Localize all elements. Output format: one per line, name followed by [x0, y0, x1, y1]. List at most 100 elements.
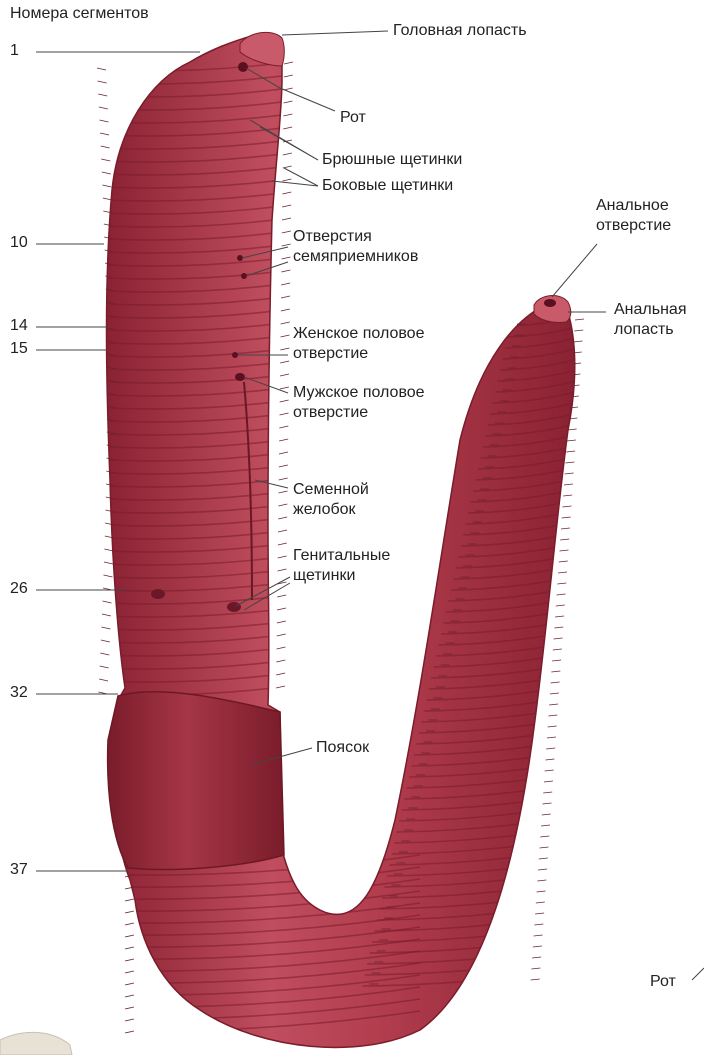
seta: [101, 640, 110, 642]
seta: [125, 923, 134, 925]
seta: [97, 68, 106, 70]
clitellum: [108, 692, 284, 870]
seta: [538, 869, 547, 870]
seta: [278, 569, 287, 571]
seta: [125, 935, 134, 937]
seta: [550, 693, 559, 694]
segment-number-37: 37: [10, 861, 28, 879]
seta: [280, 361, 289, 363]
seta: [537, 891, 546, 892]
seta: [557, 594, 566, 595]
seta: [277, 647, 286, 649]
seta: [98, 94, 107, 96]
label-lateral-setae: Боковые щетинки: [322, 176, 453, 196]
seta: [545, 770, 554, 771]
seta: [542, 803, 551, 804]
label-clitellum: Поясок: [316, 738, 369, 758]
label-seminal-groove: Семенной желобок: [293, 480, 369, 520]
seta: [102, 614, 111, 616]
seta: [540, 847, 549, 848]
seta: [125, 983, 134, 985]
seta: [554, 638, 563, 639]
seta: [534, 924, 543, 925]
seta: [277, 595, 286, 597]
seta: [278, 504, 287, 506]
seta: [537, 880, 546, 881]
segment-number-10: 10: [10, 234, 28, 252]
seta: [125, 899, 134, 901]
seta: [277, 608, 286, 610]
seta: [104, 562, 113, 564]
seta: [276, 686, 285, 688]
female-pore: [232, 352, 238, 358]
segment-number-14: 14: [10, 317, 28, 335]
seta: [280, 413, 289, 415]
seta: [536, 902, 545, 903]
seta: [553, 649, 562, 650]
seta: [281, 296, 290, 298]
seta: [548, 715, 557, 716]
seta: [125, 947, 134, 949]
seta: [277, 634, 286, 636]
seta: [284, 62, 293, 64]
label-female-pore: Женское половое отверстие: [293, 324, 424, 364]
genital-setae-pad: [227, 602, 241, 612]
seta: [557, 583, 566, 584]
seta: [280, 400, 289, 402]
seta: [103, 601, 112, 603]
seta: [282, 257, 291, 259]
seta: [278, 556, 287, 558]
seta: [540, 836, 549, 837]
seta: [283, 153, 292, 155]
seta: [282, 231, 291, 233]
male-pore: [235, 373, 245, 381]
seta: [281, 322, 290, 324]
seta: [102, 185, 111, 187]
seta: [282, 218, 291, 220]
seta: [281, 309, 290, 311]
seta: [279, 465, 288, 467]
seta: [280, 387, 289, 389]
seta: [282, 192, 291, 194]
seta: [279, 452, 288, 454]
label-anus: Анальное отверстие: [596, 196, 671, 236]
seta: [552, 660, 561, 661]
label-mouth: Рот: [340, 108, 366, 128]
segment-number-26: 26: [10, 580, 28, 598]
seta: [280, 374, 289, 376]
seta: [567, 440, 576, 441]
label-anal-lobe: Анальная лопасть: [614, 300, 686, 340]
anus-opening: [544, 299, 556, 307]
seta: [125, 971, 134, 973]
seta: [551, 682, 560, 683]
seta: [547, 737, 556, 738]
label-receptacle-openings: Отверстия семяприемников: [293, 227, 418, 267]
seta: [279, 439, 288, 441]
seta: [554, 627, 563, 628]
seta: [562, 506, 571, 507]
seta: [556, 605, 565, 606]
seta: [549, 704, 558, 705]
seta: [563, 495, 572, 496]
seta: [281, 283, 290, 285]
seta: [548, 726, 557, 727]
seta: [125, 1031, 134, 1033]
seta: [104, 575, 113, 577]
seta: [539, 858, 548, 859]
seta: [279, 491, 288, 493]
seta: [562, 517, 571, 518]
seta: [98, 81, 107, 83]
seta: [279, 426, 288, 428]
seta: [284, 75, 293, 77]
seta: [125, 911, 134, 913]
seta: [565, 462, 574, 463]
seta: [276, 673, 285, 675]
seta: [560, 539, 569, 540]
label-male-pore: Мужское половое отверстие: [293, 383, 425, 423]
seta: [100, 666, 109, 668]
seta: [281, 335, 290, 337]
page-ornament: [0, 1032, 72, 1055]
seta: [533, 946, 542, 947]
seta: [101, 159, 110, 161]
seta: [276, 660, 285, 662]
